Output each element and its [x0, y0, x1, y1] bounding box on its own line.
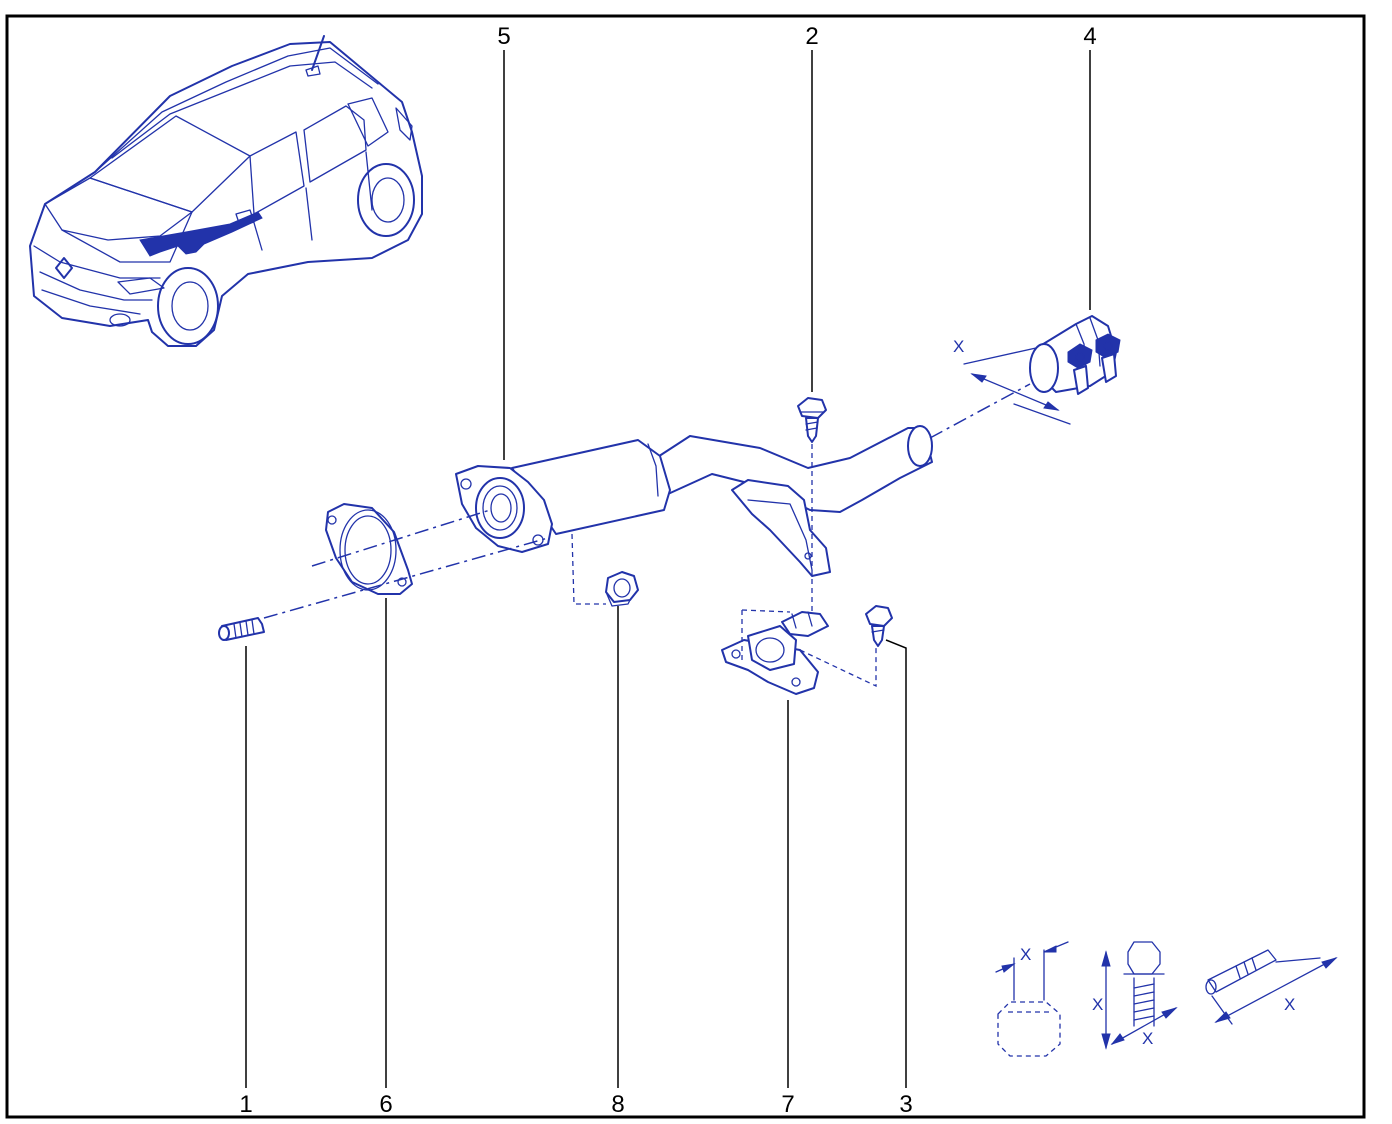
exhaust-sleeve-clamp: [1029, 315, 1121, 395]
callout-6: 6: [379, 1091, 392, 1118]
flange-stud: [218, 617, 265, 641]
fastener-dimension-legend: X X X X: [995, 941, 1338, 1057]
legend-stud-label: X: [1284, 995, 1295, 1014]
mount-bolt: [865, 605, 893, 647]
clamp-dimension: X: [953, 337, 1071, 425]
flange-nut: [605, 571, 639, 607]
legend-bolt: X X: [1092, 941, 1178, 1050]
vehicle-location-illustration: [29, 35, 423, 347]
exhaust-rubber-mount: [721, 611, 829, 695]
legend-nut-label: X: [1020, 945, 1031, 964]
diagram-frame: [5, 14, 1366, 1119]
legend-nut: X: [995, 941, 1069, 1057]
legend-bolt-height-label: X: [1092, 995, 1103, 1014]
callout-1: 1: [239, 1091, 252, 1118]
callout-7: 7: [781, 1091, 794, 1118]
legend-bolt-diameter-label: X: [1142, 1029, 1153, 1048]
callout-5: 5: [497, 23, 510, 50]
callout-numbers: 1 6 8 7 3 5 2 4: [239, 23, 1096, 1118]
exhaust-downpipe-catalyst: [455, 425, 933, 577]
flange-gasket: [325, 503, 413, 595]
legend-stud: X: [1205, 949, 1338, 1025]
callout-2: 2: [805, 23, 818, 50]
assembly-centerlines: [263, 383, 1031, 688]
hanger-bolt: [797, 397, 827, 443]
callout-8: 8: [611, 1091, 624, 1118]
callout-3: 3: [899, 1091, 912, 1118]
callout-leaders: [245, 50, 1091, 1088]
clamp-dimension-label: X: [953, 337, 964, 356]
callout-4: 4: [1083, 23, 1096, 50]
